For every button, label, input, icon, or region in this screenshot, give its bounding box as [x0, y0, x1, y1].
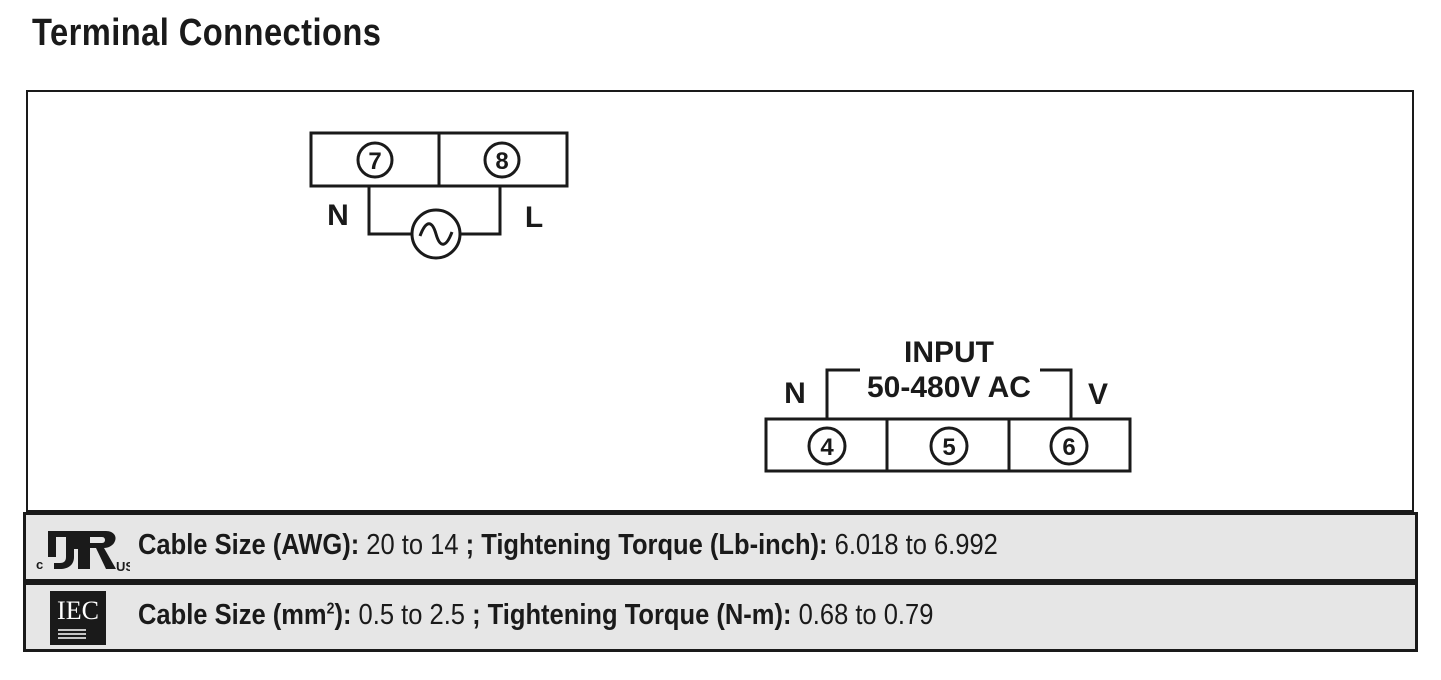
iec-lines-icon	[58, 629, 86, 639]
iec-logo: IEC	[50, 591, 106, 645]
svg-text:6: 6	[1062, 434, 1075, 461]
svg-text:US: US	[116, 559, 130, 573]
input-voltage: 50-480V AC	[867, 371, 1031, 404]
iec-cable-size-label: Cable Size (mm2):	[138, 599, 352, 631]
diagram-frame	[26, 90, 1414, 512]
input-bracket-left	[825, 368, 860, 418]
input-voltage-label: V	[1088, 378, 1108, 411]
terminal-8: 8	[483, 141, 521, 179]
svg-text:8: 8	[495, 148, 508, 175]
iec-torque-value: 0.68 to 0.79	[791, 599, 934, 631]
ul-spec-text: Cable Size (AWG): 20 to 14 ; Tightening …	[138, 529, 998, 562]
svg-text:c: c	[36, 557, 43, 572]
top-terminal-block: 7 8 N L	[309, 131, 569, 260]
ul-torque-label: Tightening Torque (Lb-inch):	[481, 529, 828, 561]
ul-cable-size-label: Cable Size (AWG):	[138, 529, 360, 561]
terminal-6: 6	[1049, 426, 1089, 466]
ul-cable-size-value: 20 to 14	[359, 529, 466, 561]
input-terminal-block: INPUT 50-480V AC N V 4 5 6	[764, 336, 1132, 473]
cul-us-logo: c US	[36, 531, 130, 573]
iec-cable-size-value: 0.5 to 2.5	[351, 599, 473, 631]
page-title: Terminal Connections	[32, 12, 382, 54]
iec-torque-label: Tightening Torque (N-m):	[487, 599, 792, 631]
ul-torque-value: 6.018 to 6.992	[827, 529, 998, 561]
iec-separator: ;	[472, 599, 488, 631]
terminal-7: 7	[356, 141, 394, 179]
ul-separator: ;	[465, 529, 482, 561]
wire-neutral	[367, 186, 412, 236]
neutral-label: N	[327, 199, 349, 232]
wire-line	[461, 186, 502, 236]
input-bracket-right	[1040, 368, 1073, 418]
terminal-5: 5	[929, 426, 969, 466]
iec-spec-text: Cable Size (mm2): 0.5 to 2.5 ; Tightenin…	[138, 599, 933, 632]
svg-text:7: 7	[368, 148, 381, 175]
line-label: L	[525, 201, 543, 234]
ul-spec-row: c US Cable Size (AWG): 20 to 14 ; Tighte…	[23, 512, 1418, 582]
input-header: INPUT	[904, 336, 994, 369]
terminal-4: 4	[807, 426, 847, 466]
ac-source-icon	[410, 208, 462, 260]
svg-text:4: 4	[820, 434, 834, 461]
input-neutral-label: N	[784, 377, 806, 410]
svg-text:5: 5	[942, 434, 955, 461]
iec-spec-row: IEC Cable Size (mm2): 0.5 to 2.5 ; Tight…	[23, 582, 1418, 652]
